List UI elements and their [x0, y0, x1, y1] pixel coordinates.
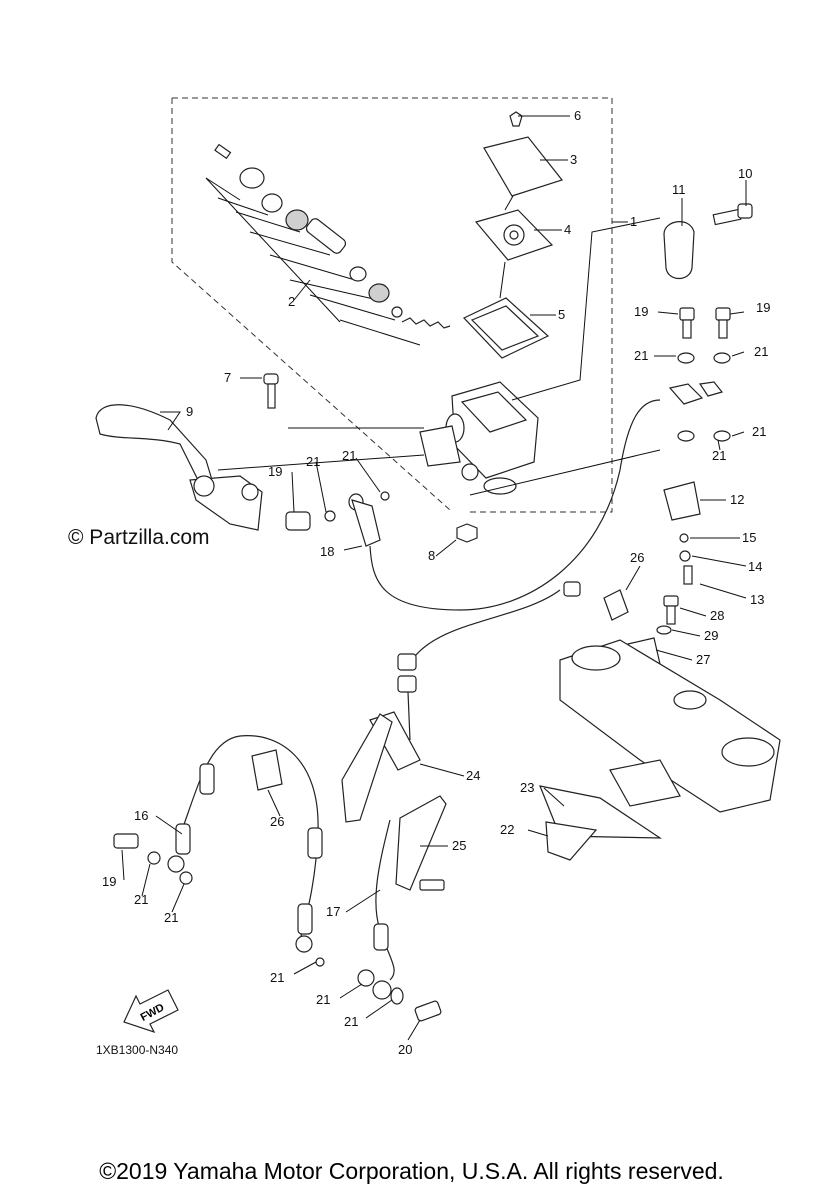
callout-21-right-d: 21	[712, 448, 726, 463]
callout-26-upper: 26	[630, 550, 644, 565]
master-cylinder-body	[419, 381, 539, 495]
callout-21-lever-a: 21	[306, 454, 320, 469]
callout-6: 6	[574, 108, 581, 123]
fwd-arrow-icon: FWD	[123, 989, 179, 1034]
callout-10: 10	[738, 166, 752, 181]
callout-21-left-b: 21	[164, 910, 178, 925]
callout-26-lower: 26	[270, 814, 284, 829]
master-cylinder-assembly-boundary	[171, 97, 613, 513]
callout-22: 22	[500, 822, 514, 837]
callout-23: 23	[520, 780, 534, 795]
callout-4: 4	[564, 222, 571, 237]
callout-21-right-c: 21	[752, 424, 766, 439]
callout-21-lower-a: 21	[270, 970, 284, 985]
callout-28: 28	[710, 608, 724, 623]
callout-12: 12	[730, 492, 744, 507]
callout-11: 11	[672, 182, 686, 197]
lower-brake-hose-17	[315, 819, 442, 1022]
partzilla-watermark: © Partzilla.com	[68, 526, 210, 549]
callout-13: 13	[750, 592, 764, 607]
upper-hose-fitting	[285, 399, 661, 611]
callout-14: 14	[748, 559, 762, 574]
callout-18: 18	[320, 544, 334, 559]
callout-5: 5	[558, 307, 565, 322]
reservoir-cap-parts	[462, 111, 564, 359]
callout-labels: 6 3 4 5 1 2 7 9 8 18 19 21 21 10 11 19 1…	[102, 108, 770, 1057]
callout-19-right-b: 19	[756, 300, 770, 315]
diagram-code: 1XB1300-N340	[96, 1043, 179, 1057]
callout-16: 16	[134, 808, 148, 823]
callout-21-left-a: 21	[134, 892, 148, 907]
assembly-leader-lines	[217, 217, 661, 496]
callout-17: 17	[326, 904, 340, 919]
callout-15: 15	[742, 530, 756, 545]
callout-leaders	[121, 115, 747, 1041]
middle-brake-hose	[397, 581, 581, 741]
callout-19-right-a: 19	[634, 304, 648, 319]
callout-19-left: 19	[102, 874, 116, 889]
callout-27: 27	[696, 652, 710, 667]
lower-brackets	[539, 785, 663, 861]
brake-light-switch	[663, 481, 701, 585]
callout-1: 1	[630, 214, 637, 229]
pivot-bolt-and-nut	[263, 373, 478, 543]
brake-lever	[95, 404, 263, 531]
callout-8: 8	[428, 548, 435, 563]
callout-7: 7	[224, 370, 231, 385]
right-union-bolts	[668, 307, 731, 442]
callout-21-lower-c: 21	[344, 1014, 358, 1029]
callout-21-lever-b: 21	[342, 448, 356, 463]
callout-20: 20	[398, 1042, 412, 1057]
upper-bracket	[559, 639, 781, 813]
callout-25: 25	[452, 838, 466, 853]
callout-21-lower-b: 21	[316, 992, 330, 1007]
copyright-notice: ©2019 Yamaha Motor Corporation, U.S.A. A…	[99, 1158, 724, 1184]
callout-24: 24	[466, 768, 480, 783]
callout-19-lever: 19	[268, 464, 282, 479]
piston-kit	[205, 143, 451, 346]
handlebar-holder	[663, 203, 753, 280]
callout-9: 9	[186, 404, 193, 419]
callout-21-right-a: 21	[634, 348, 648, 363]
callout-21-right-b: 21	[754, 344, 768, 359]
callout-2: 2	[288, 294, 295, 309]
hose-joint-bracket	[341, 711, 447, 891]
callout-29: 29	[704, 628, 718, 643]
callout-3: 3	[570, 152, 577, 167]
lower-brake-hose-16	[113, 735, 323, 953]
